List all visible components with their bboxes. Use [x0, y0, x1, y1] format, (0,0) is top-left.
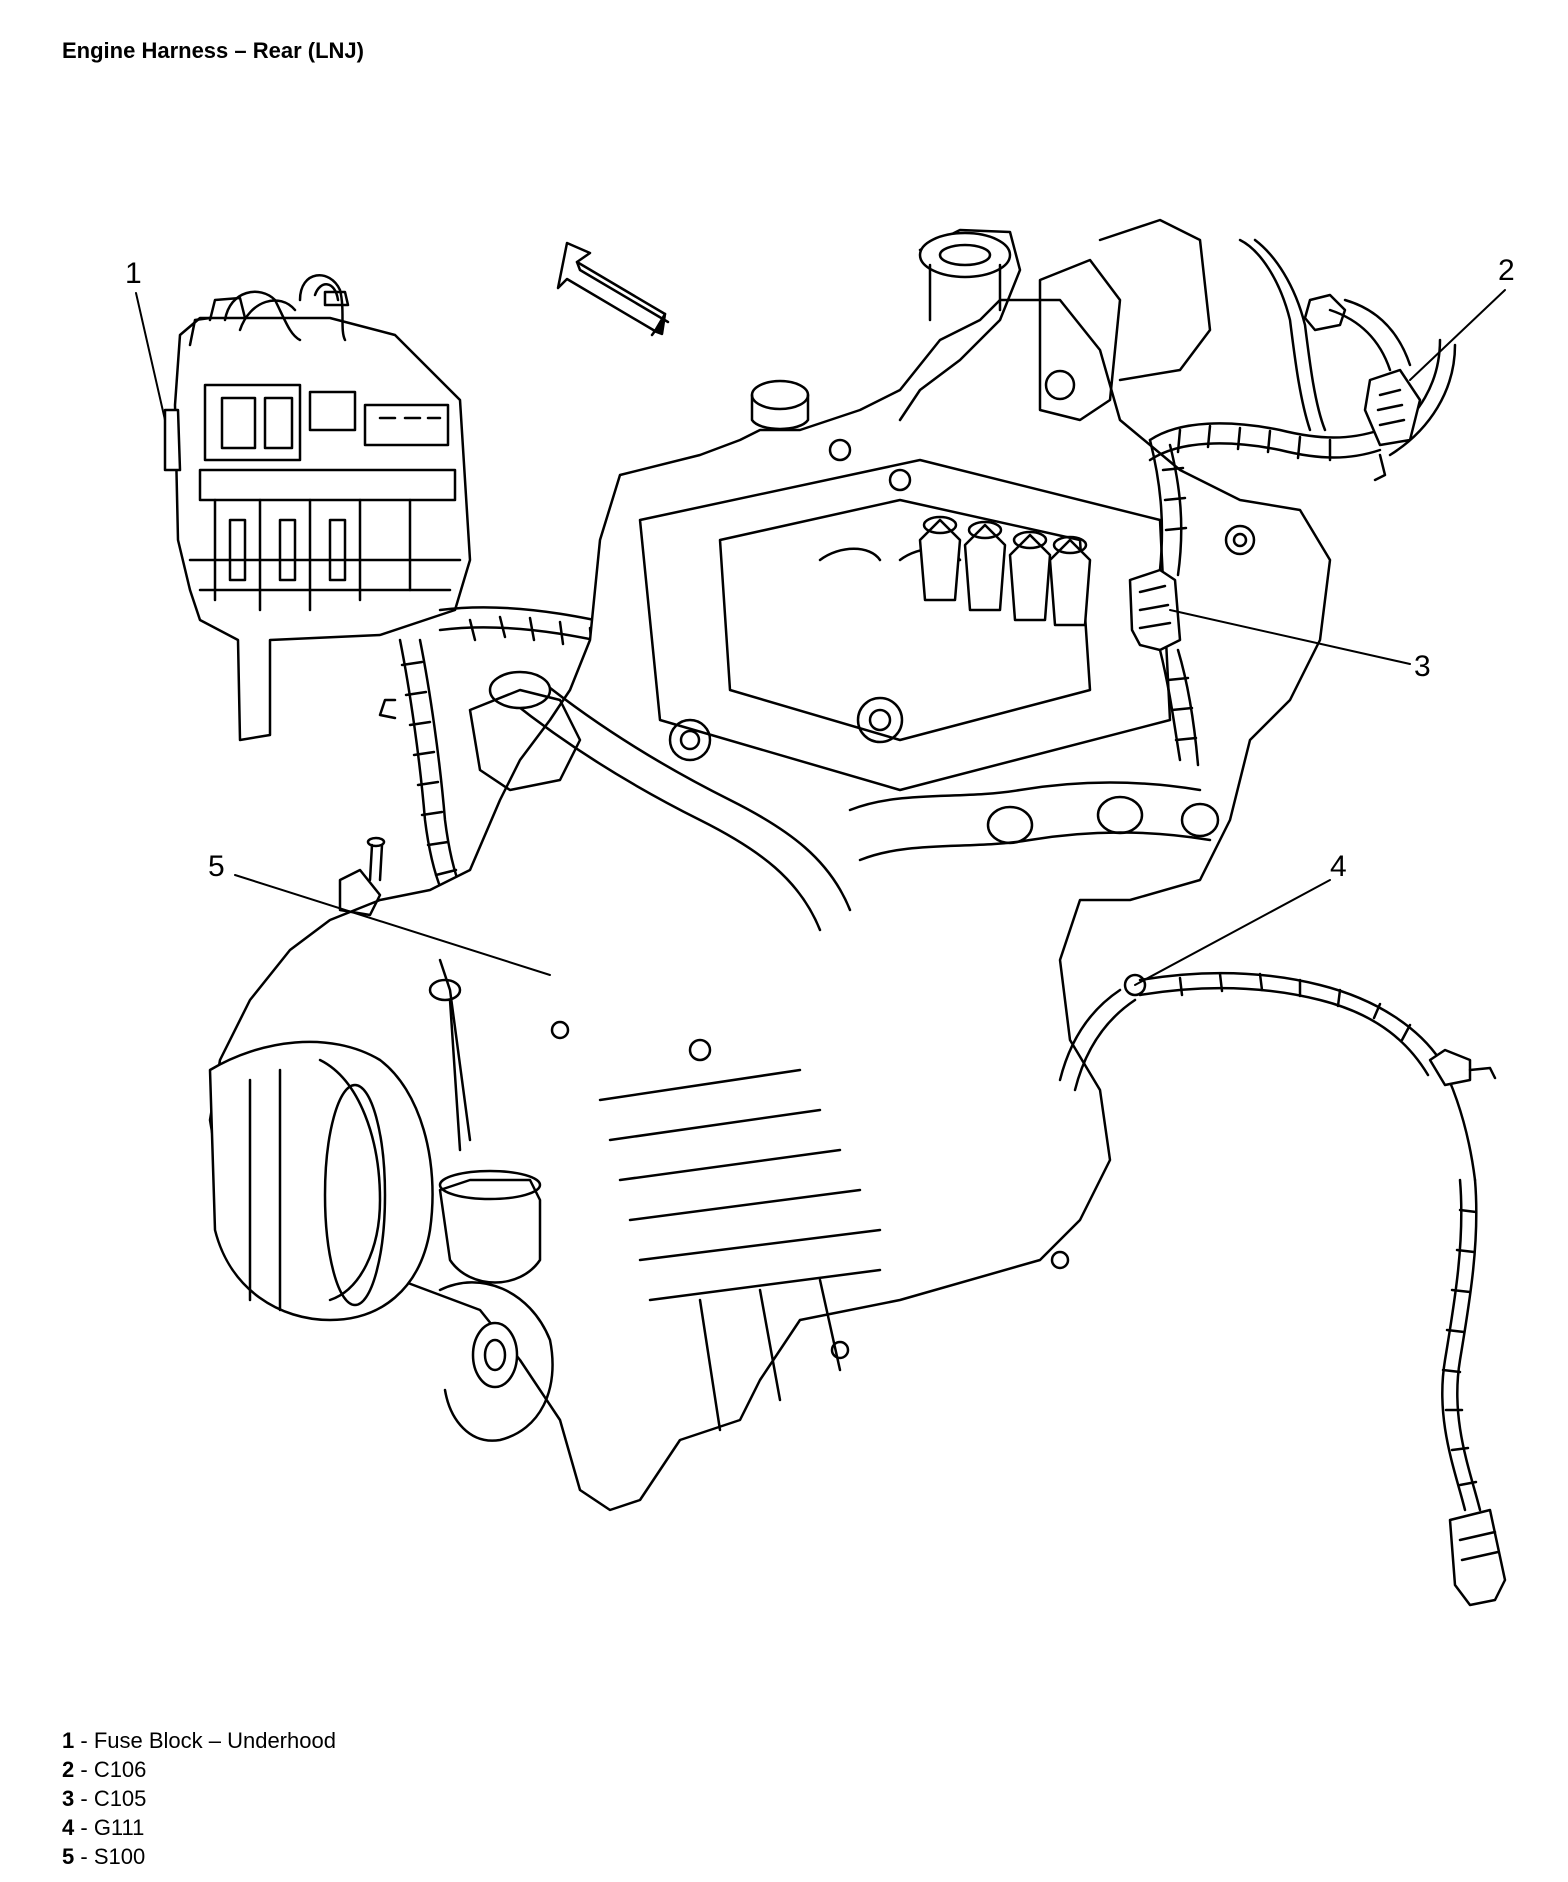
legend-number: 4	[62, 1815, 75, 1840]
leader-line-2	[1409, 289, 1506, 381]
legend-label: Fuse Block – Underhood	[93, 1728, 336, 1753]
legend-item: 4 - G111	[62, 1813, 336, 1842]
leader-line-3	[1169, 609, 1411, 665]
legend-number: 2	[62, 1757, 75, 1782]
fuse-block-drawing	[163, 274, 472, 742]
legend-separator: -	[74, 1728, 94, 1753]
legend-item: 3 - C105	[62, 1784, 336, 1813]
c106-harness-drawing	[1148, 238, 1457, 482]
callout-number-4: 4	[1330, 850, 1347, 883]
transaxle-drawing	[208, 836, 1070, 1442]
leader-line-5	[234, 874, 551, 976]
front-direction-arrow-icon	[556, 241, 670, 337]
legend-number: 1	[62, 1728, 75, 1753]
callout-number-1: 1	[125, 257, 142, 290]
callout-leader-lines	[135, 289, 1506, 986]
legend-label: S100	[93, 1844, 146, 1869]
callout-number-2: 2	[1498, 254, 1515, 287]
legend-number: 3	[62, 1786, 75, 1811]
legend-number: 5	[62, 1844, 75, 1869]
diagram-title: Engine Harness – Rear (LNJ)	[62, 38, 364, 63]
g111-harness-drawing	[1058, 971, 1507, 1607]
legend-item: 2 - C106	[62, 1755, 336, 1784]
legend-separator: -	[74, 1786, 94, 1811]
legend-label: C106	[93, 1757, 147, 1782]
callout-legend: 1 - Fuse Block – Underhood 2 - C106 3 - …	[62, 1726, 336, 1871]
c105-connector-drawing	[1128, 438, 1200, 767]
callout-numbers: 1 2 3 4 5	[125, 254, 1515, 883]
legend-item: 1 - Fuse Block – Underhood	[62, 1726, 336, 1755]
legend-label: C105	[93, 1786, 147, 1811]
legend-separator: -	[74, 1815, 94, 1840]
legend-item: 5 - S100	[62, 1842, 336, 1871]
legend-separator: -	[74, 1844, 94, 1869]
callout-number-5: 5	[208, 850, 225, 883]
legend-label: G111	[93, 1815, 145, 1840]
leader-line-1	[135, 292, 166, 421]
leader-line-4	[1134, 879, 1331, 986]
legend-separator: -	[74, 1757, 94, 1782]
callout-number-3: 3	[1414, 650, 1431, 683]
